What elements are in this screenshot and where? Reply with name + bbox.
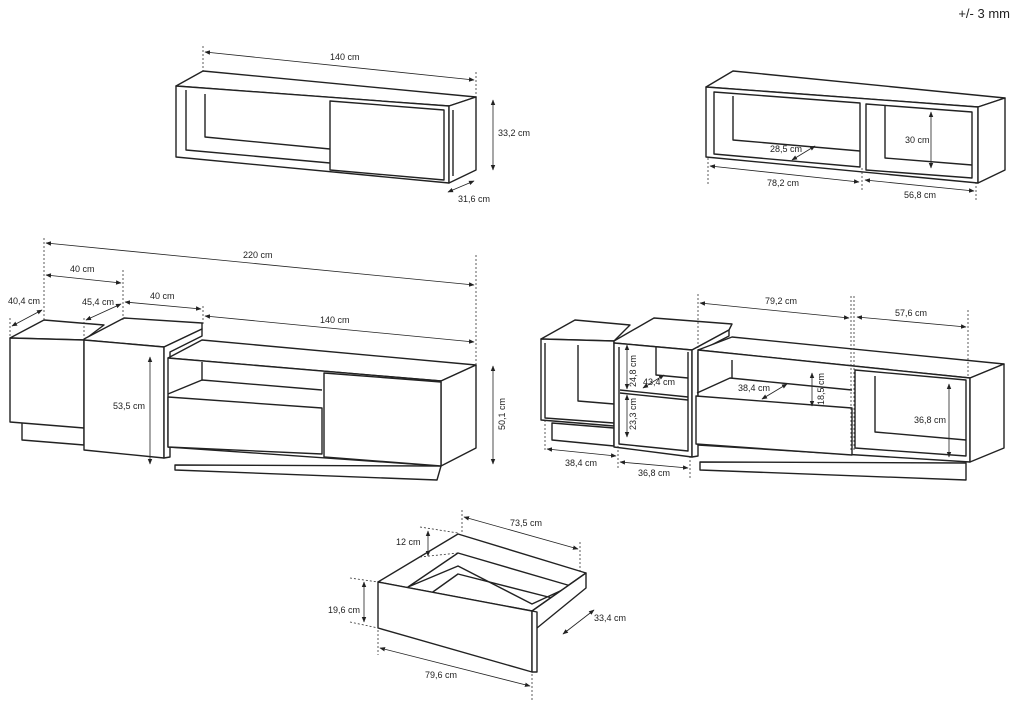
label-mid-height: 53,5 cm [113,401,145,411]
label-left-compartment-width: 38,4 cm [565,458,597,468]
label-open-height: 30 cm [905,135,930,145]
label-drawer-inner-width: 73,5 cm [510,518,542,528]
label-comp2-width: 57,6 cm [895,308,927,318]
label-mid-compartment-width: 36,8 cm [638,468,670,478]
label-mid-width: 40 cm [150,291,175,301]
label-main-height: 50,1 cm [497,398,507,430]
label-open-right-width: 56,8 cm [904,190,936,200]
label-wall-height: 33,2 cm [498,128,530,138]
label-drawer-space-height: 18,5 cm [816,373,826,405]
label-drawer-front-width: 79,6 cm [425,670,457,680]
wall-shelf-closed [175,46,496,193]
label-drawer-side-height: 12 cm [396,537,421,547]
label-main-width: 140 cm [320,315,350,325]
label-total-width: 220 cm [243,250,273,260]
label-drawer-space-depth: 38,4 cm [738,383,770,393]
label-left-depth: 40,4 cm [8,296,40,306]
tolerance-note: +/- 3 mm [958,6,1010,21]
label-drawer-front-height: 19,6 cm [328,605,360,615]
wall-shelf-open [705,70,1006,200]
tv-unit-closed [9,238,496,481]
label-comp1-width: 79,2 cm [765,296,797,306]
label-drawer-depth: 33,4 cm [594,613,626,623]
label-lower-height: 23,3 cm [628,398,638,430]
label-open-depth: 28,5 cm [770,144,802,154]
drawer [349,510,595,700]
label-left-width: 40 cm [70,264,95,274]
label-shelf-depth: 43,4 cm [643,377,675,387]
label-right-height: 36,8 cm [914,415,946,425]
label-upper-height: 24,8 cm [628,355,638,387]
label-open-left-width: 78,2 cm [767,178,799,188]
label-mid-depth: 45,4 cm [82,297,114,307]
label-wall-width: 140 cm [330,52,360,62]
label-wall-depth: 31,6 cm [458,194,490,204]
tv-unit-open [540,294,1005,481]
